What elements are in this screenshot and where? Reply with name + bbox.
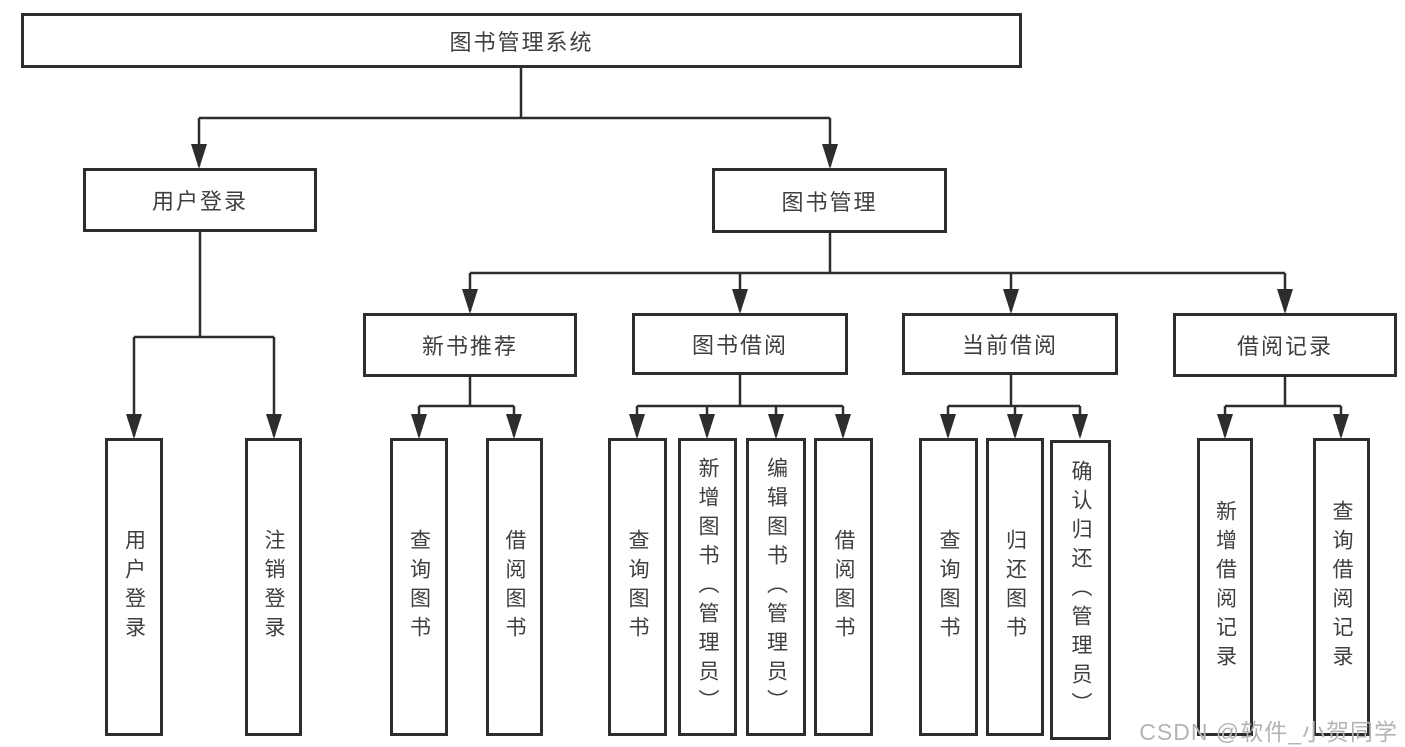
arrowhead bbox=[411, 414, 427, 439]
leaf-borrow-books-recommend: 借阅图书 bbox=[486, 438, 543, 736]
arrowhead bbox=[191, 144, 207, 169]
arrowhead bbox=[1003, 289, 1019, 314]
node-book-borrow: 图书借阅 bbox=[632, 313, 848, 375]
arrowhead bbox=[732, 289, 748, 314]
node-user-login: 用户登录 bbox=[83, 168, 317, 232]
arrowheads bbox=[126, 144, 1349, 439]
arrowhead bbox=[462, 289, 478, 314]
leaf-add-book-admin: 新增图书（管理员） bbox=[678, 438, 737, 736]
leaf-borrow-books: 借阅图书 bbox=[814, 438, 873, 736]
arrowhead bbox=[1007, 414, 1023, 439]
leaf-query-books-recommend: 查询图书 bbox=[390, 438, 448, 736]
leaf-logout: 注销登录 bbox=[245, 438, 302, 736]
connector-root-to-level2 bbox=[197, 68, 832, 166]
node-book-management: 图书管理 bbox=[712, 168, 947, 233]
connector-user-login-children bbox=[132, 232, 276, 436]
connector-book-management-children bbox=[468, 233, 1287, 311]
leaf-query-books-current: 查询图书 bbox=[919, 438, 978, 736]
arrowhead bbox=[629, 414, 645, 439]
arrowhead bbox=[1333, 414, 1349, 439]
leaf-user-login: 用户登录 bbox=[105, 438, 163, 736]
arrowhead bbox=[822, 144, 838, 169]
arrowhead bbox=[940, 414, 956, 439]
node-current-borrow: 当前借阅 bbox=[902, 313, 1118, 375]
arrowhead bbox=[266, 414, 282, 439]
connector-borrow-records-children bbox=[1223, 377, 1343, 436]
connector-book-borrow-children bbox=[635, 375, 845, 436]
arrowhead bbox=[835, 414, 851, 439]
leaf-query-books-borrow: 查询图书 bbox=[608, 438, 667, 736]
arrowhead bbox=[1072, 414, 1088, 439]
node-borrow-records: 借阅记录 bbox=[1173, 313, 1397, 377]
arrowhead bbox=[1277, 289, 1293, 314]
arrowhead bbox=[699, 414, 715, 439]
node-root-system: 图书管理系统 bbox=[21, 13, 1022, 68]
leaf-confirm-return-admin: 确认归还（管理员） bbox=[1050, 440, 1111, 740]
leaf-return-books: 归还图书 bbox=[986, 438, 1044, 736]
arrowhead bbox=[506, 414, 522, 439]
arrowhead bbox=[126, 414, 142, 439]
arrowhead bbox=[1217, 414, 1233, 439]
arrowhead bbox=[768, 414, 784, 439]
node-new-book-recommend: 新书推荐 bbox=[363, 313, 577, 377]
leaf-edit-book-admin: 编辑图书（管理员） bbox=[746, 438, 806, 736]
connector-new-book-children bbox=[417, 377, 516, 436]
leaf-add-borrow-record: 新增借阅记录 bbox=[1197, 438, 1253, 736]
csdn-watermark: CSDN @软件_小贺同学 bbox=[1139, 719, 1398, 745]
leaf-query-borrow-record: 查询借阅记录 bbox=[1313, 438, 1370, 736]
